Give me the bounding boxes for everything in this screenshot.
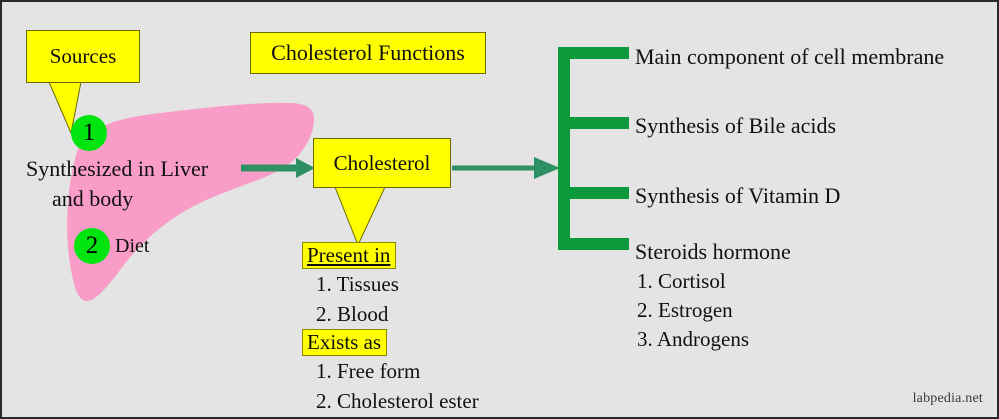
- exists-as-item-1: 1. Free form: [316, 359, 421, 383]
- source-label-synthesized-in-liver: Synthesized in Liver and body: [26, 154, 208, 214]
- watermark-labpedia: labpedia.net: [912, 391, 983, 406]
- source-number-2: 2: [85, 232, 99, 259]
- exists-as-heading: Exists as: [302, 329, 388, 356]
- cholesterol-callout-tail: [334, 186, 386, 247]
- steroid-hormone-item-2: 2. Estrogen: [637, 298, 733, 322]
- sources-callout-box[interactable]: Sources: [26, 30, 140, 83]
- exists-as-item-2: 2. Cholesterol ester: [316, 389, 479, 413]
- functions-bracket: [558, 47, 629, 250]
- source-number-badge-2: 2: [74, 228, 110, 264]
- present-in-heading: Present in: [302, 242, 397, 269]
- cholesterol-node-label: Cholesterol: [333, 150, 431, 175]
- arrow-cholesterol-to-functions: [452, 157, 560, 179]
- source-label-diet: Diet: [115, 235, 150, 257]
- source-label-line2: and body: [52, 186, 134, 211]
- steroid-hormone-item-1: 1. Cortisol: [637, 269, 726, 293]
- arrow-liver-to-cholesterol: [241, 158, 315, 178]
- steroid-hormone-list: 1. Cortisol 2. Estrogen 3. Androgens: [635, 267, 749, 354]
- function-label-1: Main component of cell membrane: [635, 44, 945, 69]
- function-label-3: Synthesis of Vitamin D: [635, 183, 841, 208]
- sources-callout-label: Sources: [49, 44, 117, 68]
- cholesterol-node-box[interactable]: Cholesterol: [313, 138, 451, 188]
- steroid-hormone-item-3: 3. Androgens: [637, 327, 749, 351]
- function-label-4: Steroids hormone: [635, 239, 791, 264]
- present-in-item-2: 2. Blood: [316, 302, 389, 326]
- diagram-title-label: Cholesterol Functions: [271, 40, 465, 65]
- diagram-title-box: Cholesterol Functions: [250, 32, 486, 74]
- present-in-item-1: 1. Tissues: [316, 272, 399, 296]
- source-number-1: 1: [82, 119, 96, 146]
- source-number-badge-1: 1: [71, 115, 107, 151]
- function-label-2: Synthesis of Bile acids: [635, 113, 837, 138]
- cholesterol-details-block: Present in 1. Tissues 2. Blood Exists as…: [302, 242, 479, 416]
- source-label-line1: Synthesized in Liver: [26, 156, 209, 181]
